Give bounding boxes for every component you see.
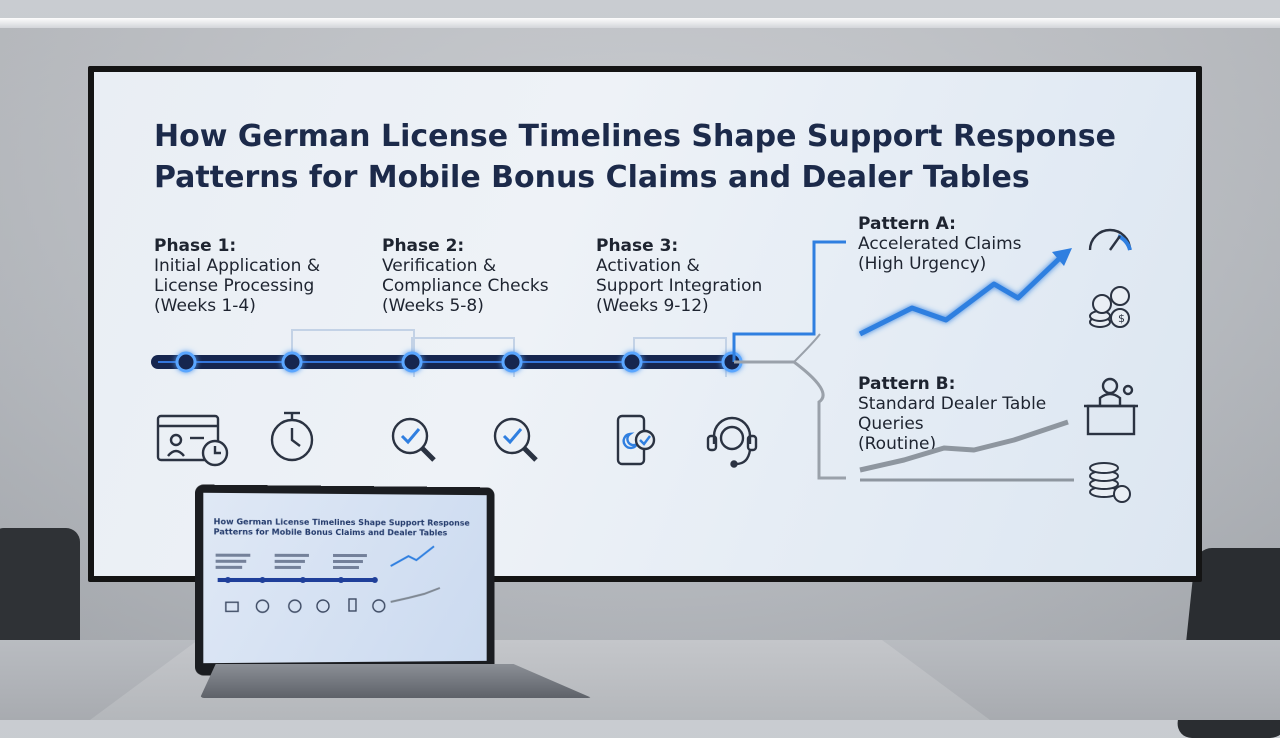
laptop-screen: How German License Timelines Shape Suppo… bbox=[195, 484, 495, 676]
pattern-b: Pattern B: Standard Dealer Table Queries… bbox=[858, 374, 1046, 454]
phase-3: Phase 3: Activation & Support Integratio… bbox=[596, 236, 762, 316]
timeline-graphic: $ bbox=[151, 228, 1138, 503]
chip-stack-icon bbox=[1089, 462, 1131, 503]
magnifier-check-icon bbox=[391, 417, 436, 462]
timeline-nodes bbox=[175, 351, 743, 373]
timeline-node bbox=[401, 351, 423, 373]
branch-routine bbox=[734, 360, 846, 480]
coin-stack-icon: $ bbox=[1089, 286, 1130, 328]
id-card-clock-icon bbox=[156, 414, 229, 467]
phase-2-label: Phase 2: bbox=[382, 236, 465, 256]
accelerated-arrowhead bbox=[1052, 248, 1072, 266]
laptop-display: How German License Timelines Shape Suppo… bbox=[203, 492, 487, 664]
routine-trend-line bbox=[859, 419, 1069, 473]
phase-2-description: Verification & Compliance Checks (Weeks … bbox=[382, 256, 549, 316]
phase-2: Phase 2: Verification & Compliance Check… bbox=[382, 236, 549, 316]
phase-3-label: Phase 3: bbox=[596, 236, 679, 256]
pattern-a-description: Accelerated Claims (High Urgency) bbox=[858, 234, 1022, 274]
timeline-node bbox=[175, 351, 197, 373]
speedometer-icon bbox=[1088, 228, 1132, 251]
magnifier-check-icon bbox=[493, 417, 538, 462]
pattern-b-label: Pattern B: bbox=[858, 374, 956, 394]
slide-title: How German License Timelines Shape Suppo… bbox=[154, 119, 1116, 195]
phase-1: Phase 1: Initial Application & License P… bbox=[154, 236, 320, 316]
phone-moon-check-icon bbox=[616, 414, 656, 466]
timeline-node bbox=[621, 351, 643, 373]
phase-1-description: Initial Application & License Processing… bbox=[154, 256, 321, 316]
phase-1-label: Phase 1: bbox=[154, 236, 237, 256]
pattern-a-label: Pattern A: bbox=[858, 214, 956, 234]
timeline-node bbox=[281, 351, 303, 373]
svg-text:$: $ bbox=[1118, 312, 1125, 325]
headset-agent-icon bbox=[706, 416, 758, 468]
ceiling-light bbox=[0, 18, 1280, 28]
phase-3-description: Activation & Support Integration (Weeks … bbox=[596, 256, 763, 316]
accelerated-trend-line bbox=[858, 254, 1064, 337]
laptop-slide-graphic bbox=[203, 493, 486, 663]
timeline-node bbox=[501, 351, 523, 373]
pattern-a: Pattern A: Accelerated Claims (High Urge… bbox=[858, 214, 1022, 274]
branch-accelerated bbox=[732, 240, 846, 362]
dealer-desk-icon bbox=[1084, 377, 1138, 436]
pattern-b-description: Standard Dealer Table Queries (Routine) bbox=[858, 394, 1047, 454]
laptop-keyboard-base bbox=[200, 664, 592, 698]
stopwatch-icon bbox=[270, 411, 314, 462]
